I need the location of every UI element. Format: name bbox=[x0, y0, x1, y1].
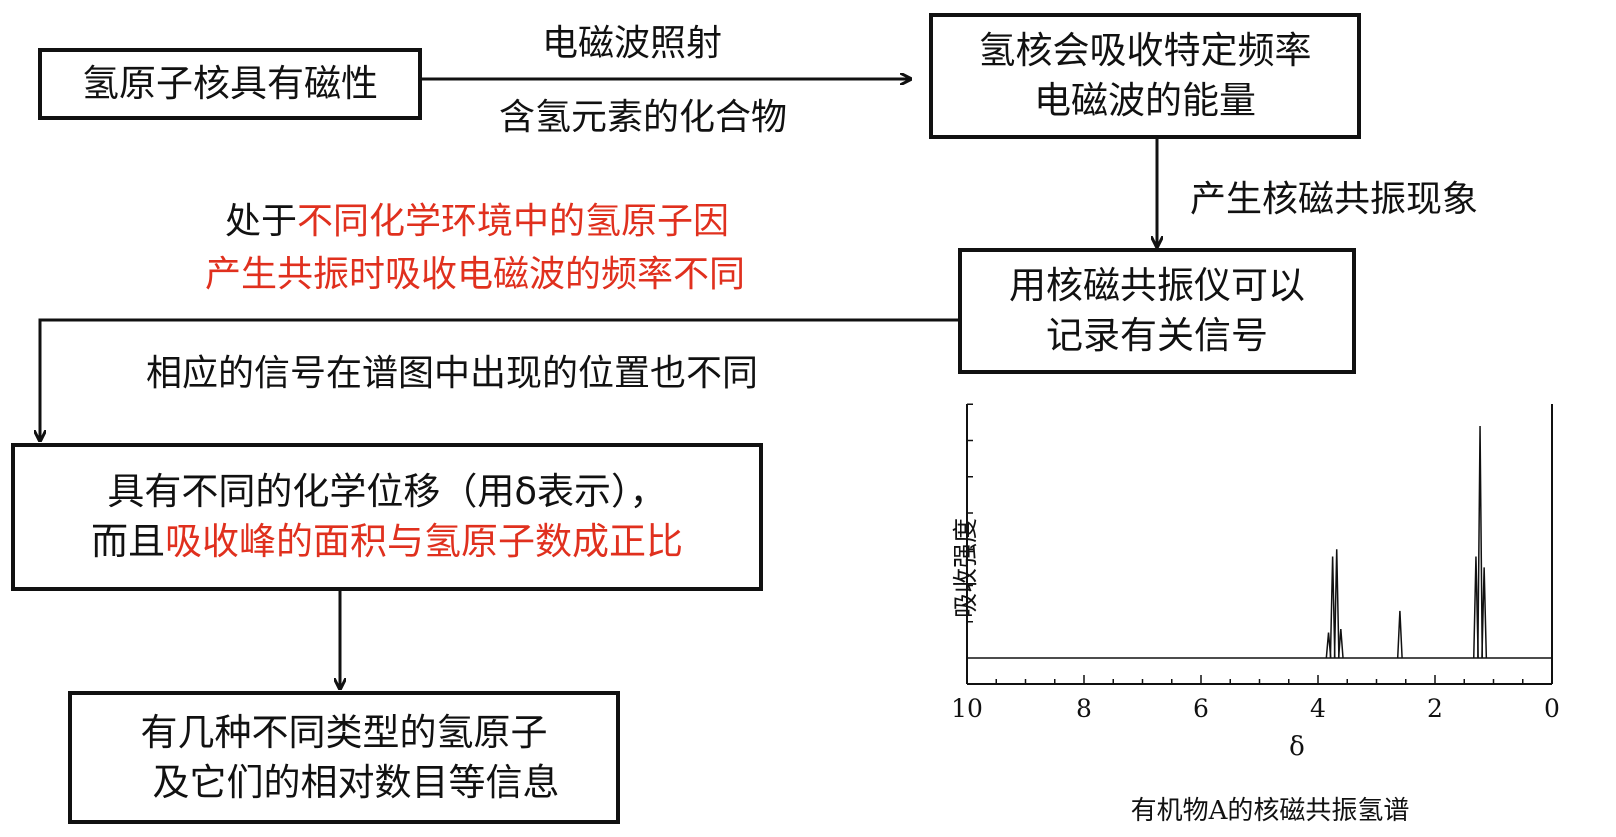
text-black: 而且 bbox=[91, 520, 165, 563]
text-black: 处于 bbox=[225, 201, 298, 242]
text-red-highlight: 吸收峰的面积与氢原子数成正比 bbox=[165, 520, 683, 563]
chart-ticks: 10 8 6 4 2 0 bbox=[951, 403, 1560, 723]
x-tick-label: 4 bbox=[1310, 694, 1326, 723]
label-env-line2: 产生共振时吸收电磁波的频率不同 bbox=[205, 254, 746, 295]
spectrum-peak bbox=[1477, 425, 1483, 659]
x-tick-label: 2 bbox=[1427, 694, 1443, 723]
arrow-position bbox=[40, 318, 958, 440]
label-compound: 含氢元素的化合物 bbox=[499, 97, 788, 138]
box-absorb-energy: 氢核会吸收特定频率 电磁波的能量 bbox=[929, 13, 1361, 139]
x-tick-label: 10 bbox=[951, 694, 983, 723]
spectrum-peak bbox=[1481, 567, 1488, 659]
label-irradiate: 电磁波照射 bbox=[542, 23, 723, 64]
x-tick-label: 6 bbox=[1193, 694, 1209, 723]
label-env-line1: 处于不同化学环境中的氢原子因 bbox=[225, 200, 729, 244]
box-nmr-instrument: 用核磁共振仪可以 记录有关信号 bbox=[958, 248, 1356, 374]
spectrum-peak bbox=[1396, 610, 1403, 659]
chart-title: 有机物A的核磁共振氢谱 bbox=[1131, 796, 1410, 826]
chart-ylabel: 吸收强度 bbox=[951, 518, 980, 618]
box-hydrogen-magnetic: 氢原子核具有磁性 bbox=[38, 48, 422, 120]
x-tick-label: 0 bbox=[1544, 694, 1560, 723]
spectrum-peak bbox=[1337, 628, 1344, 659]
spectrum-peak bbox=[1333, 549, 1340, 659]
chart-frame bbox=[966, 404, 1553, 685]
nmr-spectrum-chart: 10 8 6 4 2 0 吸收强度 δ 有机物A的核磁共振氢谱 bbox=[951, 403, 1560, 826]
chart-peaks bbox=[1325, 425, 1488, 659]
chart-xlabel: δ bbox=[1289, 732, 1305, 762]
text-red-highlight: 不同化学环境中的氢原子因 bbox=[297, 201, 730, 242]
spectrum-peak bbox=[1329, 556, 1336, 659]
box-chemical-shift: 具有不同的化学位移（用δ表示）， 而且吸收峰的面积与氢原子数成正比 bbox=[11, 443, 763, 591]
label-position: 相应的信号在谱图中出现的位置也不同 bbox=[146, 353, 759, 394]
box-info: 有几种不同类型的氢原子 及它们的相对数目等信息 bbox=[68, 691, 620, 824]
x-tick-label: 8 bbox=[1076, 694, 1092, 723]
label-resonance: 产生核磁共振现象 bbox=[1190, 179, 1479, 220]
